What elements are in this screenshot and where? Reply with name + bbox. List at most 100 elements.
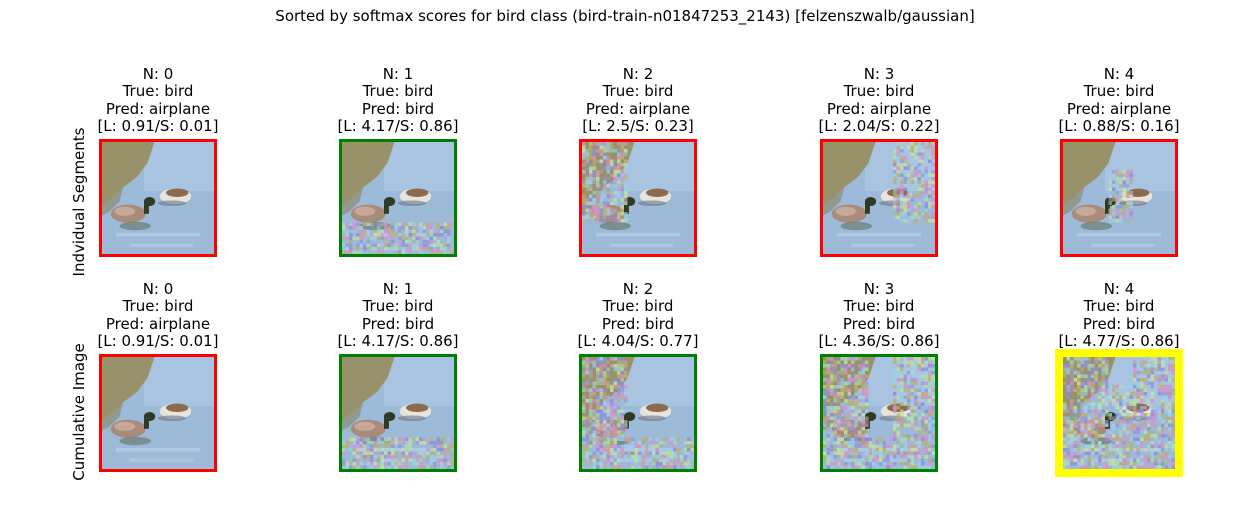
noise-pixel <box>893 163 897 167</box>
noise-pixel <box>854 430 858 434</box>
noise-pixel <box>1108 198 1112 202</box>
noise-pixel <box>1136 371 1140 375</box>
noise-pixel <box>387 458 391 462</box>
noise-pixel <box>366 437 370 441</box>
noise-pixel <box>447 233 451 237</box>
noise-pixel <box>837 374 841 378</box>
noise-pixel <box>900 441 904 445</box>
noise-pixel <box>1140 371 1144 375</box>
noise-pixel <box>620 437 624 441</box>
noise-pixel <box>589 395 593 399</box>
noise-pixel <box>1101 402 1105 406</box>
noise-pixel <box>1119 212 1123 216</box>
noise-pixel <box>1080 388 1084 392</box>
noise-pixel <box>861 392 865 396</box>
noise-pixel <box>384 455 388 459</box>
noise-pixel <box>886 444 890 448</box>
noise-pixel <box>900 444 904 448</box>
noise-pixel <box>1161 374 1165 378</box>
noise-pixel <box>373 451 377 455</box>
noise-pixel <box>366 451 370 455</box>
noise-pixel <box>826 455 830 459</box>
noise-pixel <box>1077 364 1081 368</box>
noise-pixel <box>851 360 855 364</box>
noise-pixel <box>1171 371 1175 375</box>
noise-pixel <box>610 194 614 198</box>
noise-pixel <box>610 399 614 403</box>
noise-pixel <box>408 441 412 445</box>
true-line: True: bird <box>362 82 434 101</box>
noise-pixel <box>1098 420 1102 424</box>
noise-pixel <box>837 413 841 417</box>
noise-pixel <box>596 173 600 177</box>
noise-pixel <box>903 219 907 223</box>
noise-pixel <box>624 152 628 156</box>
noise-pixel <box>596 402 600 406</box>
noise-pixel <box>624 201 628 205</box>
noise-pixel <box>924 434 928 438</box>
noise-pixel <box>585 180 589 184</box>
noise-pixel <box>596 430 600 434</box>
noise-pixel <box>585 215 589 219</box>
noise-pixel <box>370 444 374 448</box>
noise-pixel <box>356 243 360 247</box>
noise-pixel <box>1112 437 1116 441</box>
noise-pixel <box>1108 215 1112 219</box>
noise-pixel <box>921 402 925 406</box>
noise-pixel <box>655 448 659 452</box>
noise-pixel <box>1063 367 1067 371</box>
noise-pixel <box>900 416 904 420</box>
noise-pixel <box>603 427 607 431</box>
noise-pixel <box>910 420 914 424</box>
noise-pixel <box>387 462 391 466</box>
noise-pixel <box>1077 444 1081 448</box>
pred-line: Pred: airplane <box>826 99 932 118</box>
noise-pixel <box>433 462 437 466</box>
noise-pixel <box>582 156 586 160</box>
noise-pixel <box>840 423 844 427</box>
noise-pixel <box>620 360 624 364</box>
noise-pixel <box>928 451 932 455</box>
noise-pixel <box>436 229 440 233</box>
noise-pixel <box>377 458 381 462</box>
noise-pixel <box>443 247 447 251</box>
noise-pixel <box>377 441 381 445</box>
noise-pixel <box>1066 406 1070 410</box>
front-duck-reflection <box>1080 221 1112 231</box>
noise-pixel <box>1171 392 1175 396</box>
noise-pixel <box>1112 194 1116 198</box>
noise-pixel <box>833 420 837 424</box>
noise-pixel <box>1129 416 1133 420</box>
noise-pixel <box>349 250 353 254</box>
noise-pixel <box>620 427 624 431</box>
noise-pixel <box>928 409 932 413</box>
noise-pixel <box>610 357 614 361</box>
noise-pixel <box>610 208 614 212</box>
noise-pixel <box>443 243 447 247</box>
noise-pixel <box>366 462 370 466</box>
noise-pixel <box>896 142 900 146</box>
noise-pixel <box>865 441 869 445</box>
noise-pixel <box>896 416 900 420</box>
front-duck-wing <box>114 206 136 216</box>
noise-pixel <box>669 437 673 441</box>
noise-pixel <box>837 392 841 396</box>
noise-pixel <box>1108 184 1112 188</box>
noise-pixel <box>914 399 918 403</box>
noise-pixel <box>910 413 914 417</box>
noise-pixel <box>352 236 356 240</box>
noise-pixel <box>669 448 673 452</box>
noise-pixel <box>380 462 384 466</box>
noise-pixel <box>592 156 596 160</box>
noise-pixel <box>931 388 935 392</box>
noise-pixel <box>1070 399 1074 403</box>
noise-pixel <box>373 441 377 445</box>
noise-pixel <box>1161 364 1165 368</box>
noise-pixel <box>1105 364 1109 368</box>
noise-pixel <box>823 416 827 420</box>
noise-pixel <box>419 226 423 230</box>
noise-pixel <box>826 458 830 462</box>
noise-pixel <box>865 374 869 378</box>
noise-pixel <box>624 142 628 146</box>
